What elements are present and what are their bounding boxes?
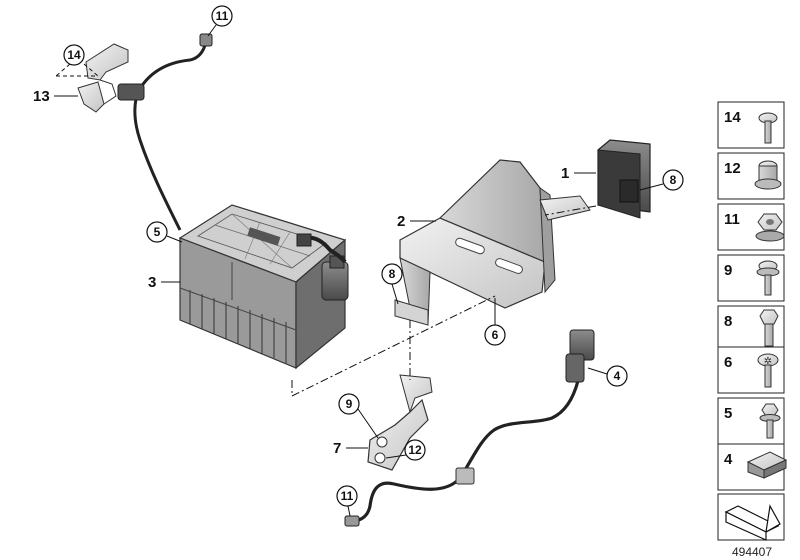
assembly-leader-lines <box>291 205 597 397</box>
screw-round-head-icon <box>758 112 778 144</box>
label-13: 13 <box>33 88 78 105</box>
svg-text:11: 11 <box>216 9 229 23</box>
clip-nut-icon <box>746 451 788 479</box>
callout-1: 1 <box>561 165 569 182</box>
hex-flange-screw-icon <box>759 403 781 439</box>
collar-nut-icon <box>754 160 782 190</box>
legend-arrow-box[interactable] <box>717 493 785 541</box>
svg-text:8: 8 <box>389 267 396 281</box>
torx-screw-icon: ✲ <box>757 353 779 388</box>
torx-screw-with-washer-icon <box>756 260 780 296</box>
hex-bolt-icon <box>759 309 779 347</box>
legend-item-12[interactable]: 12 <box>717 152 785 200</box>
hex-flange-nut-icon <box>755 213 785 242</box>
svg-text:✲: ✲ <box>764 356 772 367</box>
legend-item-5[interactable]: 5 <box>717 397 785 445</box>
svg-text:8: 8 <box>670 173 677 187</box>
svg-text:11: 11 <box>724 211 740 228</box>
control-module-part-3[interactable] <box>178 204 349 370</box>
circled-callout-11-top: 11 <box>207 5 233 37</box>
circled-callout-9: 9 <box>338 393 379 439</box>
svg-text:14: 14 <box>67 48 81 62</box>
parts-legend: 14 12 11 <box>717 101 788 541</box>
svg-text:8: 8 <box>724 313 732 330</box>
legend-item-8[interactable]: 8 <box>717 305 785 353</box>
circled-callout-12: 12 <box>385 439 426 461</box>
support-bracket-part-7[interactable] <box>367 374 433 471</box>
svg-text:12: 12 <box>724 160 741 177</box>
circled-callout-4: 4 <box>587 365 628 387</box>
circled-callout-8-right: 8 <box>639 169 684 191</box>
svg-text:4: 4 <box>614 369 621 383</box>
svg-text:6: 6 <box>724 354 732 371</box>
legend-item-4[interactable]: 4 <box>717 443 788 491</box>
callout-7: 7 <box>333 440 341 457</box>
control-unit-part-1[interactable] <box>597 139 651 219</box>
circled-callout-5: 5 <box>146 221 183 243</box>
legend-item-11[interactable]: 11 <box>717 203 785 251</box>
svg-text:5: 5 <box>154 225 161 239</box>
legend-item-6[interactable]: 6 ✲ <box>717 346 785 394</box>
callout-2: 2 <box>397 213 405 230</box>
circled-callout-8-left: 8 <box>381 263 403 305</box>
svg-text:9: 9 <box>346 397 353 411</box>
label-1: 1 <box>561 165 596 182</box>
ground-cable-part-4[interactable] <box>344 329 595 527</box>
circled-callout-6: 6 <box>484 298 506 346</box>
ground-cable-upper[interactable] <box>117 33 213 231</box>
label-3: 3 <box>148 274 180 291</box>
bracket-part-13[interactable] <box>77 43 129 113</box>
circled-callout-11-bottom: 11 <box>336 485 358 517</box>
callout-13: 13 <box>33 88 50 105</box>
svg-text:5: 5 <box>724 405 732 422</box>
svg-text:6: 6 <box>492 328 499 342</box>
label-7: 7 <box>333 440 368 457</box>
mounting-bracket-part-2[interactable] <box>394 159 591 326</box>
svg-text:12: 12 <box>408 443 422 457</box>
label-2: 2 <box>397 213 436 230</box>
circled-callout-14: 14 <box>63 44 85 66</box>
svg-text:14: 14 <box>724 109 741 126</box>
diagram-id: 494407 <box>732 545 772 559</box>
leader-lines-14 <box>55 63 99 77</box>
legend-item-9[interactable]: 9 <box>717 254 785 302</box>
svg-text:9: 9 <box>724 262 732 279</box>
svg-text:11: 11 <box>341 489 354 503</box>
svg-text:4: 4 <box>724 451 733 468</box>
arrow-icon <box>724 504 781 541</box>
callout-3: 3 <box>148 274 156 291</box>
legend-item-14[interactable]: 14 <box>717 101 785 149</box>
